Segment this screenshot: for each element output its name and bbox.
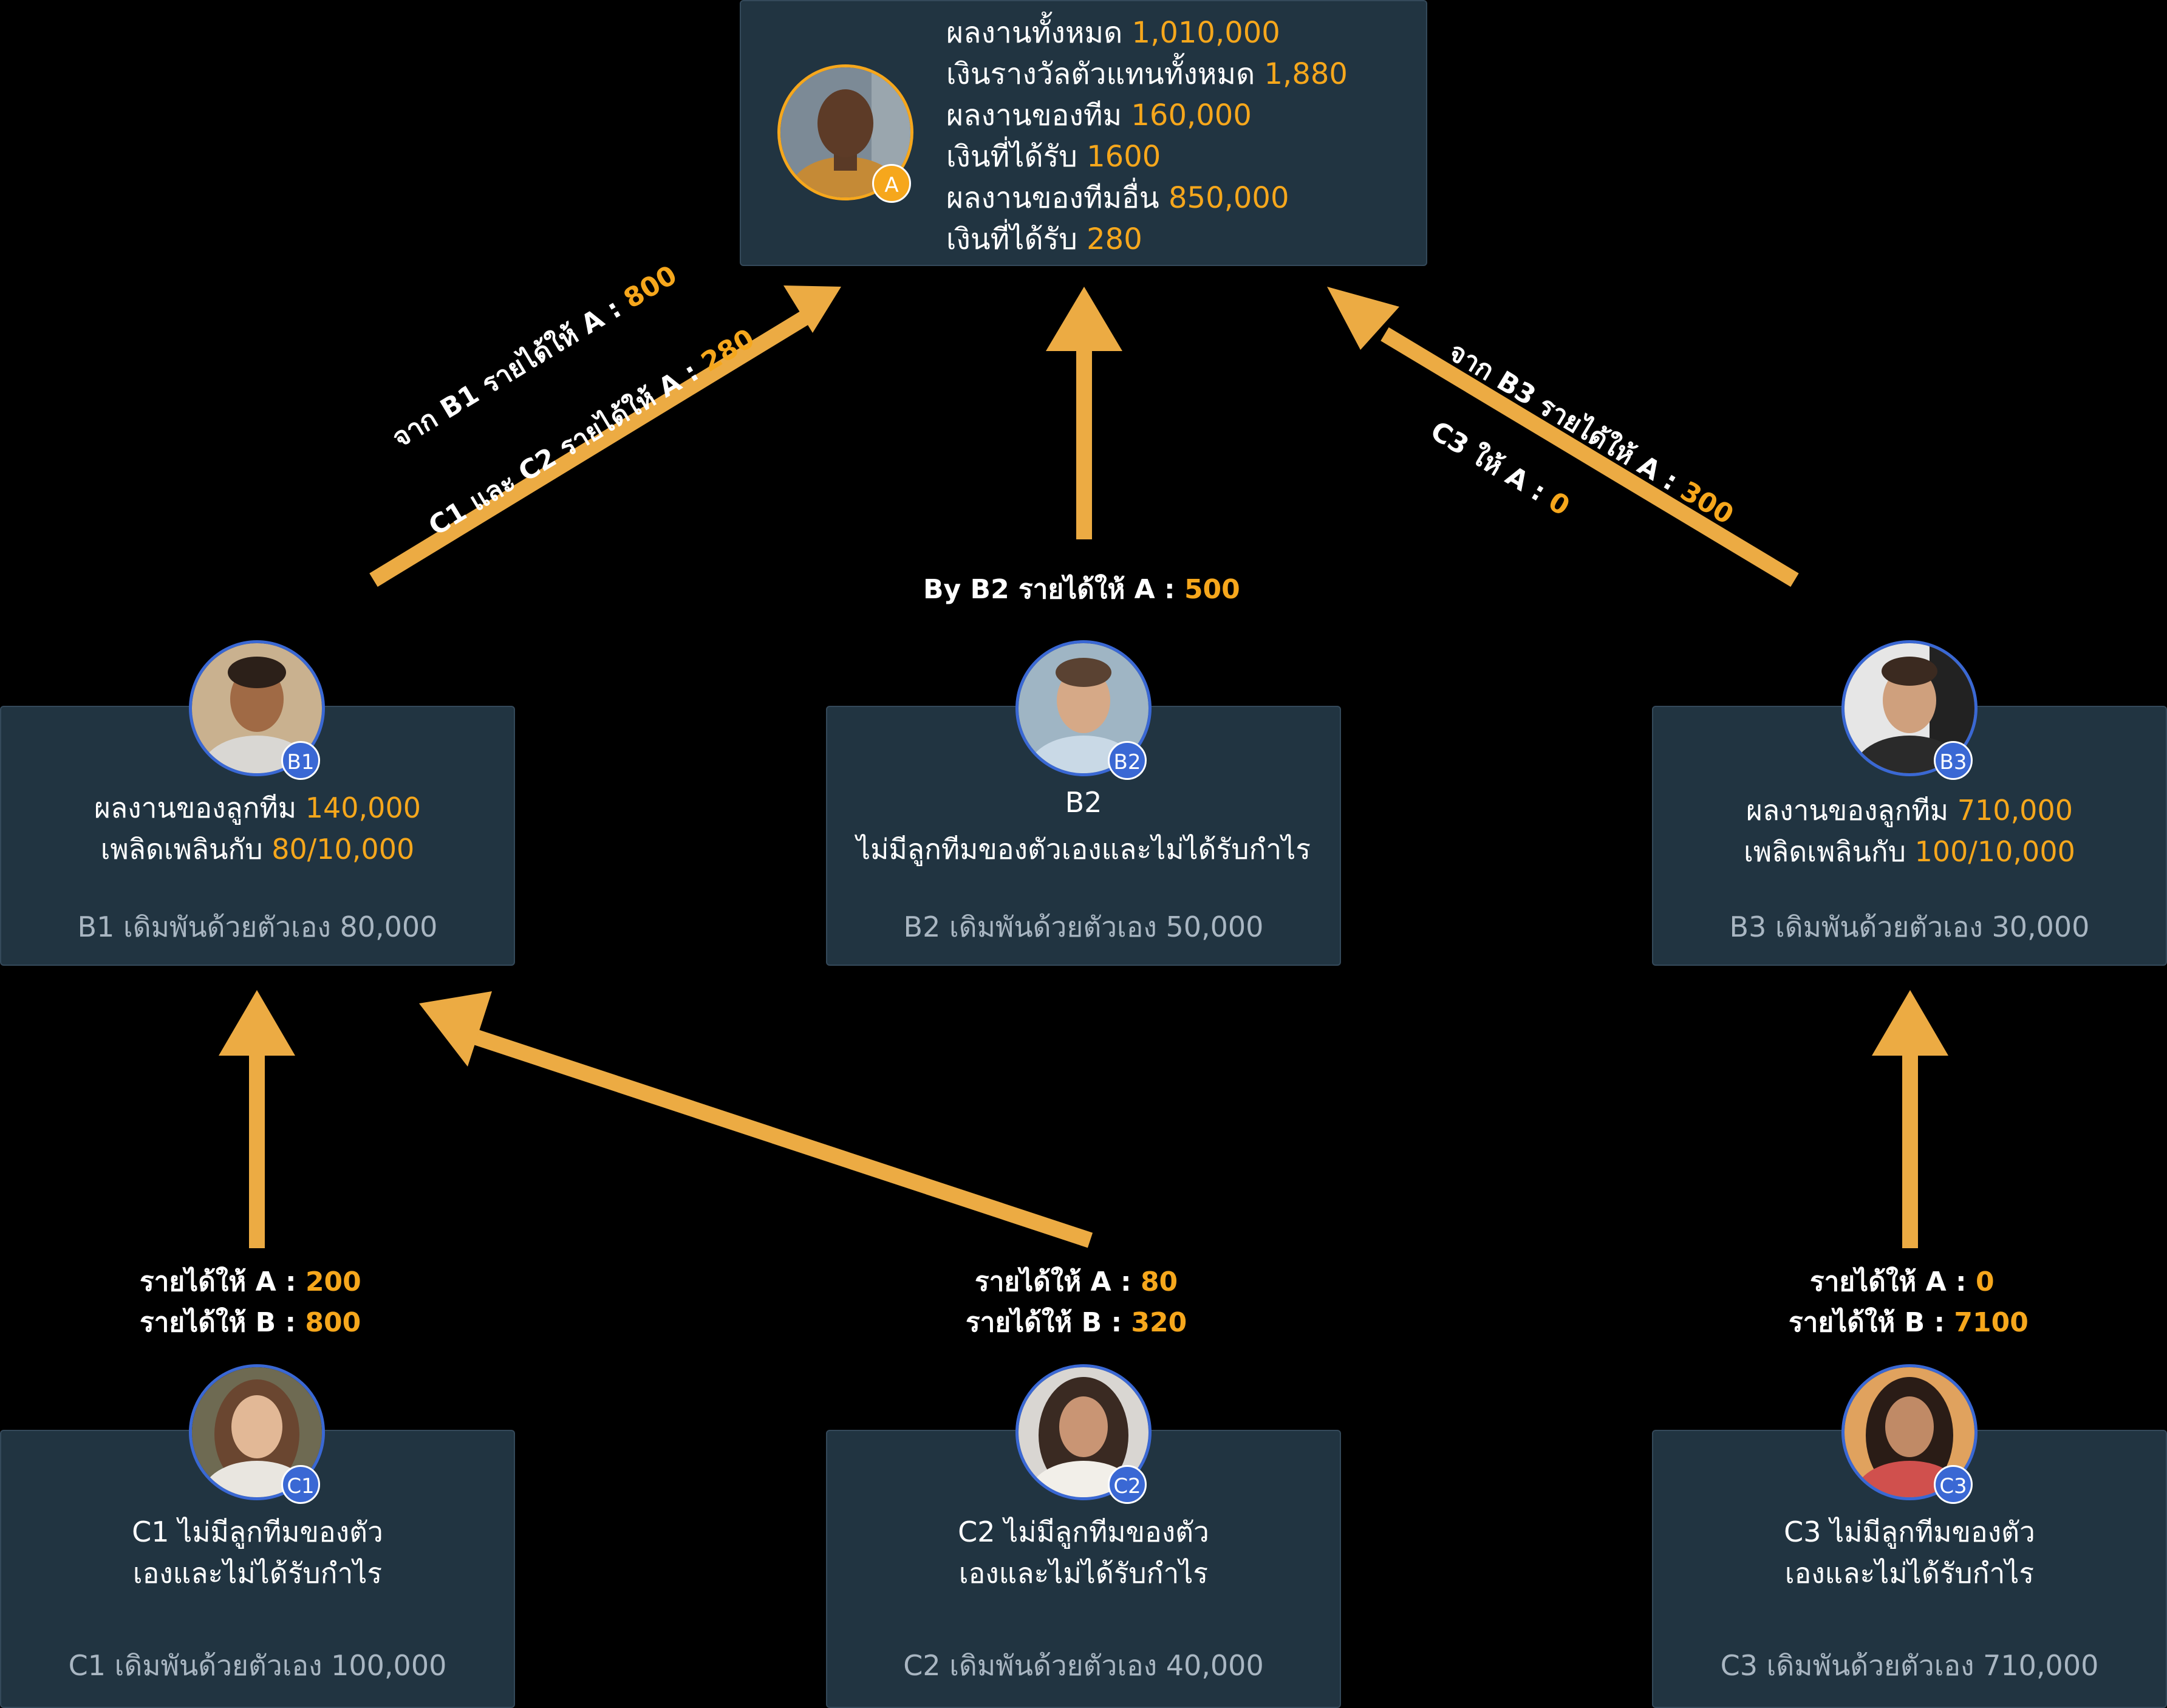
b3-line-2-label: เพลิดเพลินกับ: [1744, 835, 1906, 868]
root-stat-value: 1,880: [1264, 57, 1348, 91]
b2-line-1: B2: [1065, 786, 1102, 819]
root-stat-value: 1,010,000: [1131, 16, 1280, 50]
arrowhead-c3-to-b3: [1872, 990, 1948, 1056]
badge-b2: B2: [1108, 741, 1147, 780]
c1-line-2: เองและไม่ได้รับกำไร: [132, 1557, 383, 1590]
b3-line-1: ผลงานของลูกทีม 710,000: [1653, 788, 2166, 833]
b3-line-1-value: 710,000: [1957, 794, 2073, 827]
root-stat-row: ผลงานของทีม 160,000: [946, 95, 1348, 136]
b2-line-2: ไม่มีลูกทีมของตัวเองและไม่ได้รับกำไร: [856, 833, 1311, 866]
arrow-label-text: รายได้ให้ A :: [975, 1266, 1131, 1297]
c3-footer: C3 เดิมพันด้วยตัวเอง 710,000: [1720, 1649, 2099, 1682]
arrow-label-text: รายได้ให้ B :: [1789, 1307, 1945, 1338]
arrow-label-c3-1: รายได้ให้ A : 0: [1810, 1260, 1995, 1303]
arrowhead-b1-to-a: [783, 285, 841, 333]
arrow-label-text: รายได้ให้ A :: [140, 1266, 296, 1297]
b3-line-2-value: 100/10,000: [1914, 835, 2075, 868]
arrow-label-text: รายได้ให้ B :: [966, 1307, 1122, 1338]
b2-footer: B2 เดิมพันด้วยตัวเอง 50,000: [903, 910, 1264, 943]
arrow-label-value: 80: [1140, 1266, 1178, 1297]
root-stat-row: ผลงานของทีมอื่น 850,000: [946, 177, 1348, 219]
b1-line-2-value: 80/10,000: [271, 833, 415, 866]
arrow-label-value: 200: [305, 1266, 361, 1297]
root-stat-label: เงินที่ได้รับ: [946, 222, 1077, 256]
c1-footer: C1 เดิมพันด้วยตัวเอง 100,000: [68, 1649, 447, 1682]
c1-line-1: C1 ไม่มีลูกทีมของตัว: [132, 1515, 383, 1548]
arrow-label-value: 500: [1184, 574, 1240, 605]
badge-c2: C2: [1108, 1465, 1147, 1504]
arrow-b3-to-a: [1380, 327, 1799, 587]
b1-line-1-value: 140,000: [305, 791, 421, 824]
arrow-label-c1-1: รายได้ให้ A : 200: [140, 1260, 361, 1303]
b1-line-1-label: ผลงานของลูกทีม: [94, 791, 297, 824]
arrow-label-value: 320: [1131, 1307, 1187, 1338]
arrow-label-text: รายได้ให้ B :: [140, 1307, 296, 1338]
arrow-label-value: 0: [1975, 1266, 1995, 1297]
arrowhead-c2-to-b1: [419, 991, 492, 1067]
arrow-label-text: By B2 รายได้ให้ A :: [923, 574, 1175, 605]
badge-c1: C1: [281, 1465, 320, 1504]
c3-line-2: เองและไม่ได้รับกำไร: [1784, 1557, 2035, 1590]
arrow-c2-to-b1: [474, 1030, 1093, 1248]
arrowhead-c1-to-b1: [219, 990, 295, 1056]
avatar-c3: [1841, 1364, 1978, 1500]
person-portrait-icon: [1845, 1367, 1974, 1497]
root-stat-value: 280: [1087, 222, 1142, 256]
b1-line-2: เพลิดเพลินกับ 80/10,000: [1, 827, 514, 872]
arrow-label-value: 800: [305, 1307, 361, 1338]
badge-b1: B1: [281, 741, 320, 780]
badge-a: A: [872, 164, 911, 203]
b3-footer: B3 เดิมพันด้วยตัวเอง 30,000: [1729, 910, 2090, 943]
arrow-b1-to-a: [369, 309, 812, 587]
root-stat-row: เงินที่ได้รับ 1600: [946, 136, 1348, 177]
root-stat-value: 850,000: [1169, 181, 1289, 215]
c2-line-2: เองและไม่ได้รับกำไร: [958, 1557, 1209, 1590]
c2-footer: C2 เดิมพันด้วยตัวเอง 40,000: [903, 1649, 1264, 1682]
b3-line-1-label: ผลงานของลูกทีม: [1746, 794, 1949, 827]
arrow-label-c3-2: รายได้ให้ B : 7100: [1789, 1301, 2029, 1344]
root-stats: ผลงานทั้งหมด 1,010,000 เงินรางวัลตัวแทนท…: [946, 12, 1348, 260]
arrow-label-c2-2: รายได้ให้ B : 320: [966, 1301, 1187, 1344]
b3-line-2: เพลิดเพลินกับ 100/10,000: [1653, 830, 2166, 874]
root-stat-label: ผลงานของทีม: [946, 98, 1122, 132]
arrowhead-b3-to-a: [1327, 287, 1399, 350]
root-stat-value: 160,000: [1131, 98, 1252, 132]
b1-footer: B1 เดิมพันด้วยตัวเอง 80,000: [77, 910, 438, 943]
b1-line-1: ผลงานของลูกทีม 140,000: [1, 786, 514, 830]
root-card-a: A ผลงานทั้งหมด 1,010,000 เงินรางวัลตัวแท…: [740, 0, 1427, 266]
avatar-b2: [1015, 640, 1152, 776]
root-stat-label: ผลงานทั้งหมด: [946, 16, 1123, 50]
badge-b3: B3: [1934, 741, 1973, 780]
c2-line-1: C2 ไม่มีลูกทีมของตัว: [958, 1515, 1209, 1548]
root-stat-label: เงินที่ได้รับ: [946, 140, 1077, 174]
c3-line-1: C3 ไม่มีลูกทีมของตัว: [1784, 1515, 2035, 1548]
b1-line-2-label: เพลิดเพลินกับ: [100, 833, 263, 866]
arrow-label-c1-2: รายได้ให้ B : 800: [140, 1301, 361, 1344]
arrow-label-text: รายได้ให้ A :: [1810, 1266, 1967, 1297]
card-c3: C3 ไม่มีลูกทีมของตัว เองและไม่ได้รับกำไร…: [1652, 1430, 2167, 1708]
root-stat-value: 1600: [1087, 140, 1161, 174]
arrow-label-c2-1: รายได้ให้ A : 80: [975, 1260, 1178, 1303]
root-stat-row: เงินที่ได้รับ 280: [946, 219, 1348, 260]
badge-c3: C3: [1934, 1465, 1973, 1504]
root-stat-row: เงินรางวัลตัวแทนทั้งหมด 1,880: [946, 53, 1348, 95]
root-stat-label: เงินรางวัลตัวแทนทั้งหมด: [946, 57, 1255, 91]
person-portrait-icon: [1019, 643, 1148, 773]
arrow-label-value: 7100: [1954, 1307, 2029, 1338]
root-stat-row: ผลงานทั้งหมด 1,010,000: [946, 12, 1348, 53]
root-stat-label: ผลงานของทีมอื่น: [946, 181, 1159, 215]
arrowhead-b2-to-a: [1046, 287, 1122, 351]
arrow-label-b2-a: By B2 รายได้ให้ A : 500: [923, 568, 1240, 610]
